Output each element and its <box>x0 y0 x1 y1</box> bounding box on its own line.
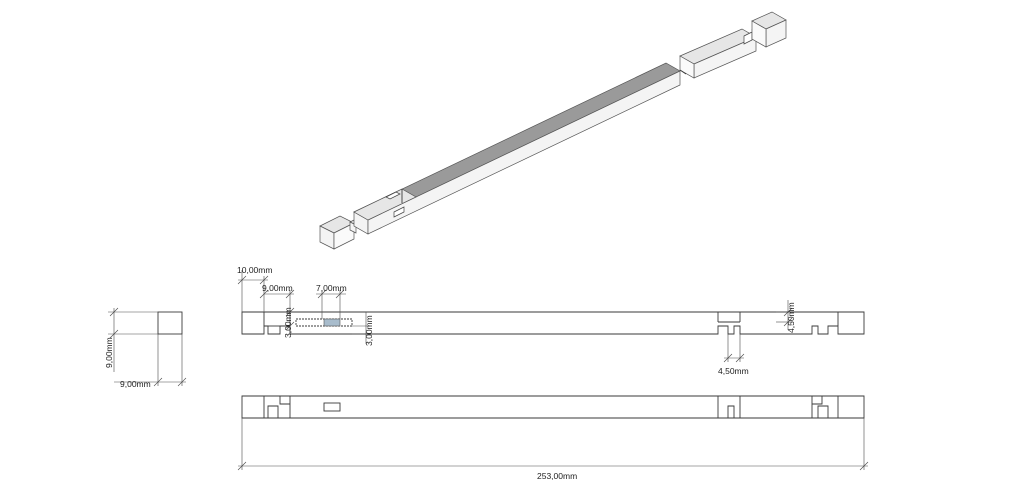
overall-length-dimension <box>237 418 869 471</box>
dim-mortise-width-label: 7,00mm <box>316 283 347 293</box>
dim-total-length-label: 253,00mm <box>537 471 577 481</box>
iso-right-slot <box>743 31 753 45</box>
front-view-outline <box>241 311 865 335</box>
front-mortise-highlight <box>323 318 341 327</box>
iso-right-cube <box>751 11 787 48</box>
iso-mortise-side <box>393 206 405 218</box>
dim-notch-depth-label: 3,00mm <box>283 307 293 338</box>
isometric-view <box>319 11 787 250</box>
section-height-label: 9,00mm <box>104 337 114 368</box>
section-square <box>157 311 183 335</box>
dim-notch-offset-label: 10,00mm <box>237 265 272 275</box>
front-view-dimensions <box>237 270 793 363</box>
top-view-outline <box>241 395 865 419</box>
section-width-label: 9,00mm <box>120 379 151 389</box>
iso-rail-side <box>367 70 681 235</box>
dim-mortise-depth-label: 3,00mm <box>364 315 374 346</box>
iso-right-block <box>679 28 757 79</box>
top-view-mortise <box>323 402 341 412</box>
iso-left-cube <box>319 215 355 250</box>
section-view <box>108 307 187 387</box>
iso-mortise-top <box>385 191 401 200</box>
dim-notch-width-label: 9,00mm <box>262 283 293 293</box>
top-view <box>241 395 865 419</box>
front-view <box>241 311 865 335</box>
dim-slot-height-label: 4,50mm <box>786 302 796 333</box>
dim-slot-width-label: 4,50mm <box>718 366 749 376</box>
